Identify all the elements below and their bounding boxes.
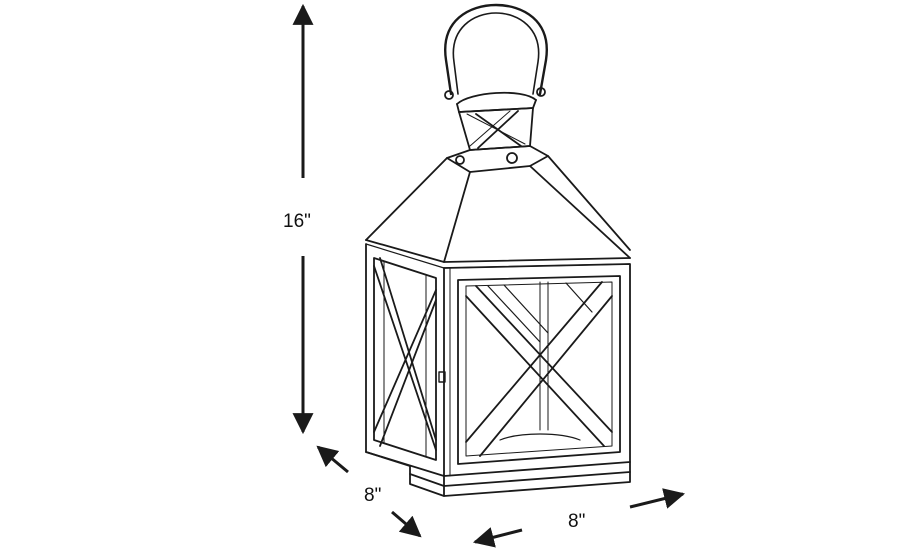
width-label: 8" [568,511,586,532]
depth-arrow-icon [316,445,422,538]
width-arrow-icon [472,488,686,548]
height-label: 16" [283,211,311,232]
depth-label: 8" [364,485,382,506]
lantern-outline [365,3,631,497]
